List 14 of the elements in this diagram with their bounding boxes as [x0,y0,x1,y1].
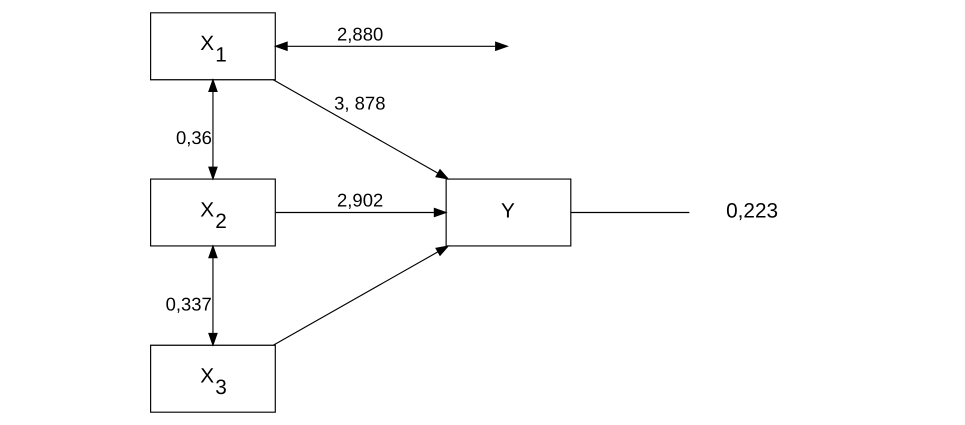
arrow [208,78,218,180]
arrow [273,245,450,346]
node-box: Y [446,178,572,247]
arrow [208,244,218,347]
arrow [276,208,448,218]
edge-label: 2,880 [337,23,384,44]
edge-label: 3, 878 [334,92,386,114]
arrow [274,41,509,52]
edge-label: 0,36 [176,127,212,148]
edge-label: 2,902 [337,189,384,210]
arrow [273,79,450,180]
node-text: 0,223 [726,200,778,223]
connector [570,212,690,214]
edge-label: 0,337 [166,293,212,314]
